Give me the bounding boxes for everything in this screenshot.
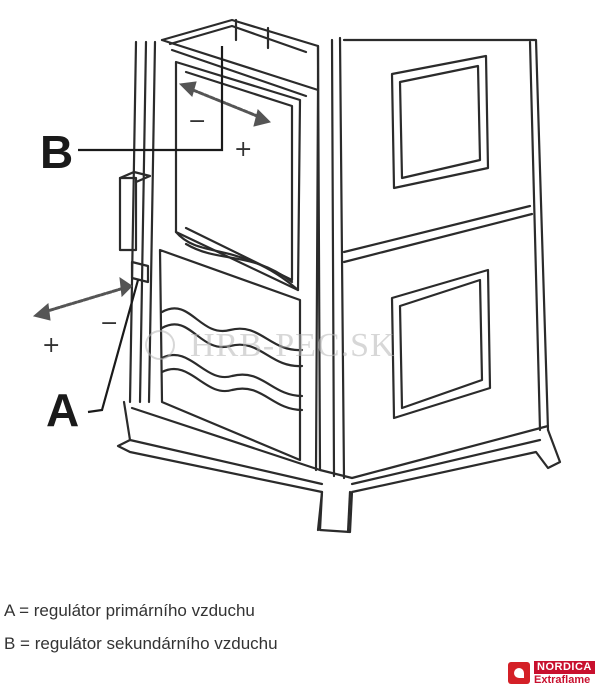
brand-logo: NORDICA Extraflame [502,659,598,687]
sign-plus-a: + [42,333,60,358]
logo-bottom-text: Extraflame [534,674,591,686]
leader-lines [78,46,224,414]
watermark-text: HRB-PEC.SK [190,327,396,364]
logo-top-text: NORDICA [534,661,595,674]
label-b: B [40,126,73,178]
label-a: A [46,384,79,436]
sign-minus-a: − [100,311,118,336]
arrow-a [32,276,133,321]
sign-minus-b: − [188,109,206,134]
legend-line-b: B = regulátor sekundárního vzduchu [4,634,278,653]
arrow-b [178,81,271,127]
stove-frame [116,18,562,534]
watermark: HRB-PEC.SK [145,327,396,364]
legend-line-a: A = regulátor primárního vzduchu [4,601,255,620]
sign-plus-b: + [234,137,252,162]
logo-mark-icon [508,662,530,684]
